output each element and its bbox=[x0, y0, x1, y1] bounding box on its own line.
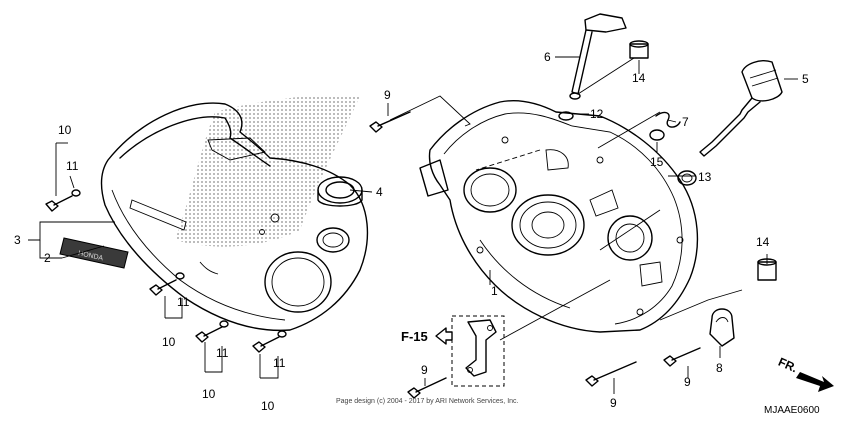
front-direction-indicator: FR. bbox=[776, 355, 834, 392]
spring-7 bbox=[655, 111, 681, 128]
leader-lines bbox=[28, 56, 798, 394]
callout-10-lower-right: 10 bbox=[261, 399, 275, 413]
callout-9-bottom-left: 9 bbox=[421, 363, 428, 377]
callout-7: 7 bbox=[682, 115, 689, 129]
bolt-10-lower-right bbox=[252, 336, 280, 353]
section-ref-f15: F-15 bbox=[401, 327, 453, 345]
diagram-code: MJAAE0600 bbox=[764, 405, 820, 416]
callout-1: 1 bbox=[491, 284, 498, 298]
collar-14-upper bbox=[629, 40, 649, 59]
callout-11-mid: 11 bbox=[177, 295, 190, 309]
washer-11-upper bbox=[71, 189, 81, 197]
callout-9-upper: 9 bbox=[384, 88, 391, 102]
callout-labels: 1 2 3 4 5 6 7 8 9 9 9 9 10 10 10 10 11 1… bbox=[14, 50, 809, 413]
callout-11-lower-left: 11 bbox=[216, 346, 229, 360]
callout-2: 2 bbox=[44, 251, 51, 265]
cover-wing-decal bbox=[175, 94, 360, 247]
callout-10-mid: 10 bbox=[162, 335, 176, 349]
oil-seal bbox=[317, 176, 363, 207]
callout-11-upper: 11 bbox=[66, 159, 79, 173]
callout-3: 3 bbox=[14, 233, 21, 247]
callout-11-lower-right: 11 bbox=[273, 356, 286, 370]
callout-4: 4 bbox=[376, 185, 383, 199]
front-direction-label: FR. bbox=[776, 355, 799, 376]
callout-14-lower: 14 bbox=[756, 235, 770, 249]
bolt-9-bottom-left bbox=[407, 377, 447, 399]
callout-10-lower-left: 10 bbox=[202, 387, 216, 401]
washer-11-lower-left bbox=[219, 320, 229, 328]
callout-15: 15 bbox=[650, 155, 664, 169]
honda-emblem: HONDA bbox=[59, 237, 129, 269]
callout-13: 13 bbox=[698, 170, 712, 184]
bolt-9-bottom-right bbox=[663, 347, 701, 367]
callout-12: 12 bbox=[590, 107, 604, 121]
callout-5: 5 bbox=[802, 72, 809, 86]
o-ring-12 bbox=[558, 111, 574, 121]
bolt-10-lower-left bbox=[195, 326, 223, 343]
callout-9-bottom-mid: 9 bbox=[610, 396, 617, 410]
bolt-9-bottom-mid bbox=[585, 361, 637, 387]
washer-11-lower-right bbox=[277, 330, 287, 338]
front-arrow-icon bbox=[796, 372, 834, 392]
bolt-10-mid bbox=[149, 279, 177, 296]
callout-8: 8 bbox=[716, 361, 723, 375]
left-crankcase-cover bbox=[100, 94, 369, 332]
copyright-notice: Page design (c) 2004 - 2017 by ARI Netwo… bbox=[336, 398, 519, 405]
bolt-10-upper bbox=[45, 195, 73, 212]
o-ring-13 bbox=[677, 170, 697, 186]
callout-6: 6 bbox=[544, 50, 551, 64]
callout-9-bottom-right: 9 bbox=[684, 375, 691, 389]
oil-dipstick-gauge bbox=[569, 13, 627, 100]
section-ref-label: F-15 bbox=[401, 329, 428, 344]
washer-11-mid bbox=[175, 272, 185, 280]
left-crankcase bbox=[419, 100, 699, 333]
callout-14-upper: 14 bbox=[632, 71, 646, 85]
oil-filler-cap bbox=[699, 60, 783, 157]
bracket-ref bbox=[451, 315, 505, 387]
hose-clamp-8 bbox=[709, 308, 735, 347]
bolt-9-upper bbox=[369, 111, 411, 133]
callout-10-upper: 10 bbox=[58, 123, 72, 137]
washer-15 bbox=[649, 129, 665, 141]
